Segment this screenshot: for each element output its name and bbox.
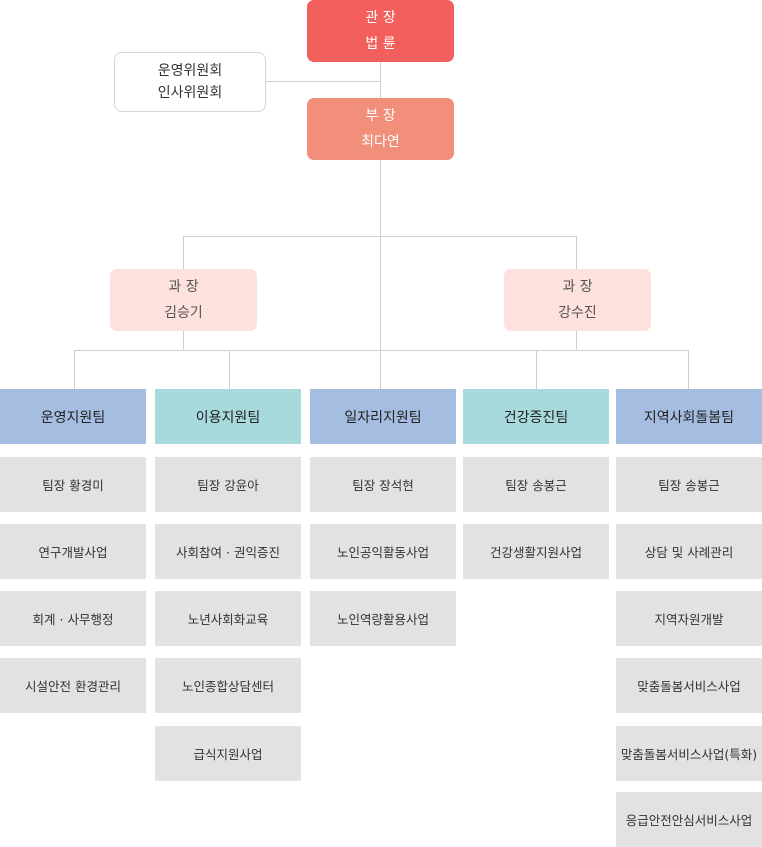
- team-item: 연구개발사업: [0, 524, 146, 579]
- item-label: 응급안전안심서비스사업: [625, 813, 753, 828]
- item-label: 노인종합상담센터: [181, 679, 274, 694]
- connector-deputy-team-middle: [380, 236, 381, 389]
- team-item: 시설안전 환경관리: [0, 658, 146, 713]
- team-item: 팀장 황경미: [0, 457, 146, 512]
- connector-manager-left: [183, 236, 184, 269]
- item-label: 회계 · 사무행정: [32, 612, 114, 627]
- item-label: 팀장 장석현: [352, 478, 414, 493]
- team-item: 급식지원사업: [155, 726, 301, 781]
- deputy-name: 최다연: [361, 134, 400, 150]
- manager-name: 김승기: [164, 305, 203, 321]
- item-label: 노인공익활동사업: [336, 545, 429, 560]
- item-label: 시설안전 환경관리: [25, 679, 121, 694]
- council-box: 운영위원회 인사위원회: [114, 52, 266, 112]
- team-community-care: 지역사회돌봄팀: [616, 389, 762, 444]
- team-item: 맞춤돌봄서비스사업(특화): [616, 726, 762, 781]
- connector-director-deputy: [380, 62, 381, 98]
- team-item: 노인공익활동사업: [310, 524, 456, 579]
- team-item: 상담 및 사례관리: [616, 524, 762, 579]
- connector-team4: [536, 350, 537, 389]
- item-label: 팀장 송봉근: [505, 478, 567, 493]
- deputy-box: 부 장 최다연: [307, 98, 454, 160]
- team-jobs: 일자리지원팀: [310, 389, 456, 444]
- connector-team2: [229, 350, 230, 389]
- director-name: 법 륜: [365, 36, 396, 52]
- manager-title: 과 장: [168, 279, 199, 295]
- manager-name: 강수진: [558, 305, 597, 321]
- director-box: 관 장 법 륜: [307, 0, 454, 62]
- council-personnel: 인사위원회: [157, 85, 223, 101]
- connector-mgr1-down: [183, 331, 184, 350]
- manager-box-1: 과 장 김승기: [110, 269, 257, 331]
- deputy-title: 부 장: [365, 108, 396, 124]
- team-item: 노년사회화교육: [155, 591, 301, 646]
- item-label: 노년사회화교육: [187, 612, 269, 627]
- team-item: 팀장 장석현: [310, 457, 456, 512]
- item-label: 급식지원사업: [193, 747, 263, 762]
- team-item: 건강생활지원사업: [463, 524, 609, 579]
- item-label: 팀장 송봉근: [658, 478, 720, 493]
- council-steering: 운영위원회: [157, 63, 223, 79]
- connector-manager-right: [576, 236, 577, 269]
- item-label: 지역자원개발: [654, 612, 724, 627]
- team-item: 맞춤돌봄서비스사업: [616, 658, 762, 713]
- item-label: 건강생활지원사업: [489, 545, 582, 560]
- item-label: 맞춤돌봄서비스사업(특화): [620, 747, 758, 762]
- item-label: 팀장 강윤아: [197, 478, 259, 493]
- team-name: 건강증진팀: [503, 409, 569, 426]
- connector-team5: [688, 350, 689, 389]
- team-item: 팀장 송봉근: [463, 457, 609, 512]
- item-label: 맞춤돌봄서비스사업: [637, 679, 741, 694]
- team-item: 응급안전안심서비스사업: [616, 792, 762, 847]
- team-item: 회계 · 사무행정: [0, 591, 146, 646]
- team-item: 노인종합상담센터: [155, 658, 301, 713]
- connector-deputy-down: [380, 160, 381, 236]
- team-name: 이용지원팀: [195, 409, 261, 426]
- team-health: 건강증진팀: [463, 389, 609, 444]
- item-label: 노인역량활용사업: [336, 612, 429, 627]
- team-name: 일자리지원팀: [344, 409, 422, 426]
- connector-team-bar: [74, 350, 689, 351]
- team-item: 사회참여 · 권익증진: [155, 524, 301, 579]
- connector-council: [265, 81, 380, 82]
- item-label: 팀장 황경미: [42, 478, 104, 493]
- connector-team1: [74, 350, 75, 389]
- team-item: 팀장 송봉근: [616, 457, 762, 512]
- team-item: 팀장 강윤아: [155, 457, 301, 512]
- manager-box-2: 과 장 강수진: [504, 269, 651, 331]
- team-user-support: 이용지원팀: [155, 389, 301, 444]
- item-label: 상담 및 사례관리: [644, 545, 734, 560]
- manager-title: 과 장: [562, 279, 593, 295]
- team-operations: 운영지원팀: [0, 389, 146, 444]
- team-name: 운영지원팀: [40, 409, 106, 426]
- item-label: 사회참여 · 권익증진: [176, 545, 280, 560]
- connector-mgr2-down: [576, 331, 577, 350]
- item-label: 연구개발사업: [38, 545, 108, 560]
- team-item: 지역자원개발: [616, 591, 762, 646]
- team-item: 노인역량활용사업: [310, 591, 456, 646]
- director-title: 관 장: [365, 10, 396, 26]
- team-name: 지역사회돌봄팀: [643, 409, 735, 426]
